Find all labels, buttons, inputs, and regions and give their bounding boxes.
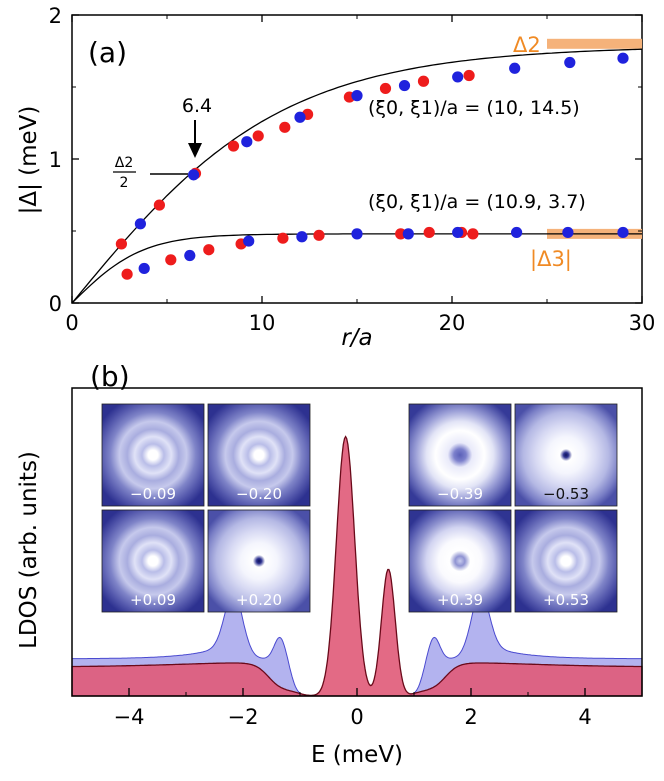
a-xtick-label-2: 20 — [439, 311, 466, 335]
blue-point-s2-3 — [296, 231, 308, 243]
blue-point-s1-7 — [509, 62, 521, 74]
ldos-map-inset-3: −0.53 — [514, 403, 618, 507]
blue-point-s2-0 — [138, 262, 150, 275]
red-point-s2-7 — [423, 226, 435, 239]
panel-a: 0 10 20 30 0 1 2 (a) r/a |Δ| (meV) 6.4 Δ2 2 (ξ… — [16, 4, 655, 351]
red-point-s1-3 — [227, 140, 240, 152]
delta3-label: |Δ3| — [530, 247, 572, 272]
blue-point-s1-2 — [241, 136, 253, 148]
ldos-map-energy-4: +0.09 — [130, 591, 176, 609]
panel-a-xlabel: r/a — [341, 325, 372, 351]
ldos-map-inset-4: +0.09 — [101, 509, 205, 613]
ldos-map-image-2 — [408, 403, 512, 507]
ldos-map-image-6 — [408, 509, 512, 613]
ldos-map-image-1 — [207, 403, 311, 507]
a-xtick-label-1: 10 — [249, 311, 276, 335]
b-xtick-label-1: −2 — [228, 705, 259, 729]
red-point-s1-4 — [252, 130, 264, 142]
a-ytick-label-1: 1 — [49, 148, 62, 172]
ldos-map-image-0 — [101, 403, 205, 507]
blue-point-s1-4 — [351, 90, 363, 102]
blue-point-s2-2 — [243, 235, 255, 247]
blue-point-s1-3 — [294, 111, 306, 123]
ldos-map-image-5 — [207, 509, 311, 613]
delta2-band — [547, 38, 642, 49]
red-point-s1-9 — [417, 75, 430, 87]
red-point-s2-9 — [467, 228, 479, 240]
red-point-s1-1 — [153, 199, 165, 211]
core-ldos-area — [71, 435, 643, 697]
red-point-s1-8 — [379, 82, 392, 95]
panel-b: −4 −2 0 2 4 (b) E (meV) LDOS (arb. units) −0… — [16, 360, 643, 768]
ldos-map-energy-2: −0.39 — [437, 485, 483, 503]
half-gap-denominator: 2 — [120, 175, 129, 191]
fit-curve-1 — [71, 48, 643, 304]
ldos-map-inset-6: +0.39 — [408, 509, 512, 613]
red-point-s2-4 — [277, 232, 289, 244]
ldos-map-inset-1: −0.20 — [207, 403, 311, 507]
blue-point-s2-5 — [402, 228, 414, 240]
blue-point-s2-8 — [562, 226, 574, 239]
a-ytick-label-2: 2 — [49, 4, 62, 28]
blue-point-s1-8 — [564, 56, 576, 69]
red-point-s2-1 — [165, 254, 177, 266]
arrow-head — [188, 143, 202, 158]
panel-a-label: (a) — [88, 36, 127, 69]
red-point-s1-10 — [463, 69, 475, 82]
blue-point-s2-1 — [184, 249, 196, 262]
a-xtick-label-0: 0 — [65, 311, 78, 335]
ldos-map-energy-5: +0.20 — [236, 591, 282, 609]
red-point-s2-2 — [203, 244, 215, 256]
blue-point-s2-4 — [351, 228, 363, 240]
panel-b-label: (b) — [90, 360, 130, 393]
red-point-s1-0 — [115, 238, 127, 250]
upper-curve-label: (ξ0, ξ1)/a = (10, 14.5) — [368, 97, 580, 119]
panel-b-xlabel: E (meV) — [311, 742, 403, 768]
ldos-map-image-3 — [514, 403, 618, 507]
ldos-map-inset-2: −0.39 — [408, 403, 512, 507]
panel-b-ylabel: LDOS (arb. units) — [16, 451, 42, 649]
red-point-s1-5 — [279, 121, 291, 133]
ldos-map-energy-3: −0.53 — [543, 485, 589, 503]
ldos-map-inset-0: −0.09 — [101, 403, 205, 507]
blue-point-s1-0 — [134, 218, 146, 230]
blue-point-s1-1 — [188, 169, 200, 181]
ldos-map-inset-7: +0.53 — [514, 509, 618, 613]
ldos-map-energy-6: +0.39 — [437, 591, 483, 609]
blue-point-s1-9 — [617, 52, 629, 64]
ldos-map-image-7 — [514, 509, 618, 613]
red-point-s2-0 — [121, 268, 133, 280]
ldos-map-energy-7: +0.53 — [543, 591, 589, 609]
blue-point-s2-6 — [452, 226, 464, 239]
ldos-map-energy-1: −0.20 — [236, 485, 282, 503]
blue-point-s1-6 — [452, 71, 464, 83]
a-ytick-label-0: 0 — [49, 292, 62, 316]
lower-curve-label: (ξ0, ξ1)/a = (10.9, 3.7) — [368, 191, 586, 213]
b-xtick-label-0: −4 — [114, 705, 145, 729]
red-point-s2-5 — [313, 229, 325, 241]
b-xtick-label-2: 0 — [350, 705, 363, 729]
ldos-map-image-4 — [101, 509, 205, 613]
blue-point-s2-9 — [617, 226, 629, 239]
blue-point-s1-5 — [398, 79, 411, 92]
b-xtick-label-4: 4 — [578, 705, 591, 729]
ldos-map-energy-0: −0.09 — [130, 485, 176, 503]
b-xtick-label-3: 2 — [464, 705, 477, 729]
half-gap-numerator: Δ2 — [115, 155, 133, 171]
a-xtick-label-3: 30 — [629, 311, 656, 335]
blue-point-s2-7 — [510, 226, 523, 239]
ldos-map-inset-5: +0.20 — [207, 509, 311, 613]
delta2-label: Δ2 — [513, 33, 541, 57]
arrow-value-label: 6.4 — [182, 95, 212, 117]
panel-a-ylabel: |Δ| (meV) — [16, 106, 42, 215]
